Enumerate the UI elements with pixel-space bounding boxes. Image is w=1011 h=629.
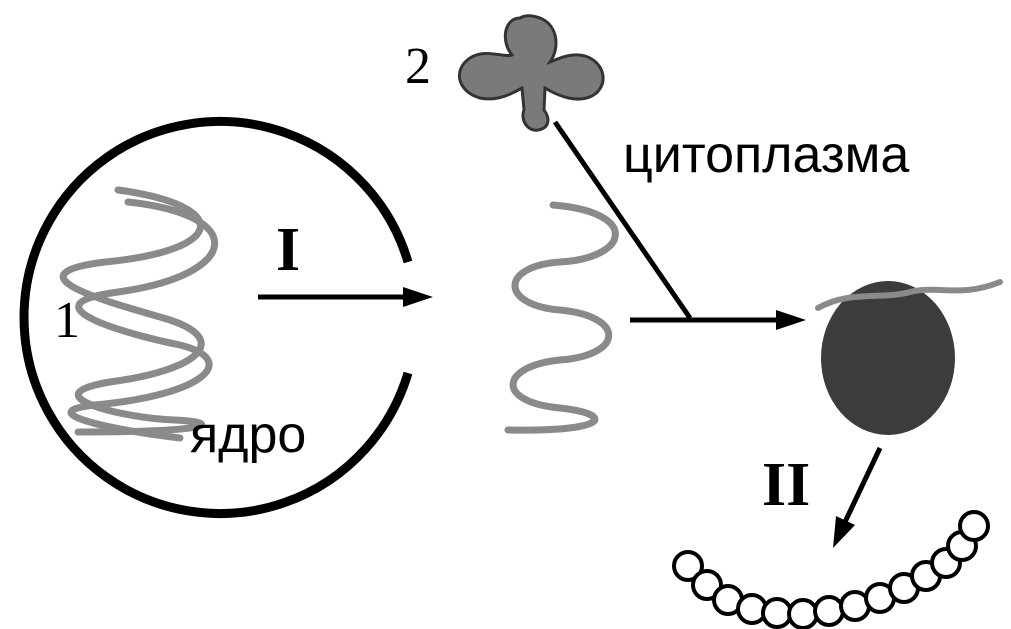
ribosome-mrna-strand — [815, 279, 1003, 311]
transcription-arrow — [258, 287, 433, 307]
amino-acid-bead — [787, 598, 819, 629]
dna-number-label: 1 — [54, 292, 80, 349]
trna-cloverleaf — [458, 14, 605, 132]
ribosome — [821, 281, 955, 435]
stage-two-label: II — [762, 451, 810, 519]
amino-acid-bead — [691, 569, 723, 601]
polypeptide-chain — [672, 510, 990, 629]
trna-number-label: 2 — [405, 38, 431, 95]
amino-acid-bead — [672, 550, 704, 582]
translation-arrow — [833, 446, 883, 548]
amino-acid-bead — [813, 595, 845, 627]
mrna-strand — [504, 201, 619, 434]
nucleus-label: ядро — [190, 406, 306, 464]
trna-delivery-line — [552, 120, 693, 320]
cytoplasm-label: цитоплазма — [623, 126, 909, 184]
mrna-to-ribosome-arrow — [630, 310, 806, 330]
nucleus-membrane — [19, 117, 413, 518]
stage-one-label: I — [276, 216, 300, 284]
dna-double-helix — [59, 186, 218, 442]
amino-acid-bead — [761, 597, 793, 629]
amino-acid-bead — [958, 510, 990, 542]
